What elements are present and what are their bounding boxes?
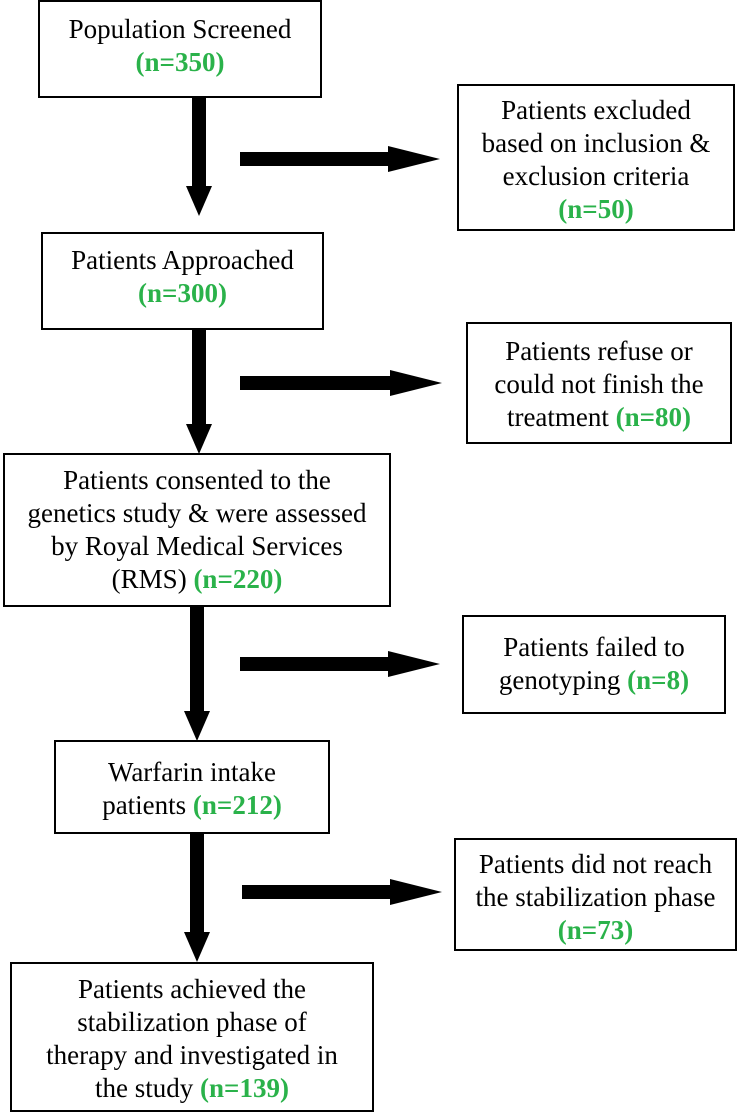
- box-text: (RMS): [111, 564, 187, 594]
- arrow-head: [388, 651, 440, 677]
- box-text: could not finish the: [494, 369, 704, 399]
- arrow-shaft: [240, 376, 392, 390]
- box-warfarin-intake: Warfarin intake patients (n=212): [54, 740, 330, 834]
- box-text: Patients Approached: [71, 245, 294, 275]
- box-patients-approached: Patients Approached (n=300): [41, 232, 324, 330]
- arrow-head: [186, 424, 212, 454]
- box-refused-treatment: Patients refuse or could not finish the …: [466, 322, 732, 444]
- arrow-head: [184, 711, 210, 741]
- arrow-head: [184, 932, 210, 962]
- arrow-head: [186, 186, 212, 216]
- box-text: the study: [95, 1073, 194, 1103]
- box-text: exclusion criteria: [502, 161, 690, 191]
- arrow-shaft: [240, 152, 390, 166]
- arrow-shaft: [242, 885, 392, 899]
- count-label: (n=220): [193, 564, 283, 594]
- arrow-shaft: [192, 98, 206, 186]
- count-label: (n=350): [135, 47, 225, 77]
- count-label: (n=212): [192, 790, 282, 820]
- box-failed-genotyping: Patients failed to genotyping (n=8): [462, 615, 726, 714]
- arrow-shaft: [190, 607, 204, 711]
- box-text: the stabilization phase: [475, 882, 716, 912]
- box-no-stabilization: Patients did not reach the stabilization…: [454, 838, 737, 951]
- arrow-shaft: [190, 834, 204, 932]
- box-text: Population Screened: [68, 14, 292, 44]
- count-label: (n=73): [557, 915, 634, 945]
- box-text: Patients did not reach: [478, 849, 713, 879]
- box-text: Patients consented to the: [63, 465, 331, 495]
- box-text: based on inclusion &: [481, 128, 711, 158]
- count-label: (n=300): [138, 278, 227, 308]
- arrow-shaft: [192, 330, 206, 424]
- box-patients-achieved: Patients achieved the stabilization phas…: [10, 962, 374, 1112]
- count-label: (n=50): [558, 194, 634, 224]
- arrow-head: [390, 879, 442, 905]
- box-text-line: patients (n=212): [56, 789, 328, 822]
- box-text-line: genotyping (n=8): [464, 664, 724, 697]
- box-text-line: treatment (n=80): [468, 401, 730, 434]
- box-text: Patients excluded: [501, 95, 691, 125]
- box-text: stabilization phase of: [77, 1007, 307, 1037]
- arrow-shaft: [240, 657, 390, 671]
- box-text-line: (RMS) (n=220): [5, 563, 389, 596]
- box-text: Patients failed to: [503, 632, 685, 662]
- box-text: patients: [102, 790, 187, 820]
- box-text: treatment: [506, 402, 609, 432]
- box-text: Patients achieved the: [78, 974, 306, 1004]
- box-text: therapy and investigated in: [46, 1040, 338, 1070]
- box-text: genetics study & were assessed: [27, 498, 367, 528]
- count-label: (n=139): [200, 1073, 289, 1103]
- count-label: (n=80): [615, 402, 692, 432]
- box-patients-consented: Patients consented to the genetics study…: [3, 453, 391, 607]
- count-label: (n=8): [627, 665, 690, 695]
- box-text: Patients refuse or: [505, 336, 693, 366]
- arrow-head: [388, 146, 440, 172]
- box-text: by Royal Medical Services: [51, 531, 343, 561]
- box-text-line: the study (n=139): [12, 1072, 372, 1105]
- box-text: genotyping: [498, 665, 621, 695]
- arrow-head: [390, 370, 442, 396]
- box-excluded-criteria: Patients excluded based on inclusion & e…: [457, 84, 735, 231]
- box-population-screened: Population Screened (n=350): [38, 0, 322, 98]
- box-text: Warfarin intake: [108, 757, 276, 787]
